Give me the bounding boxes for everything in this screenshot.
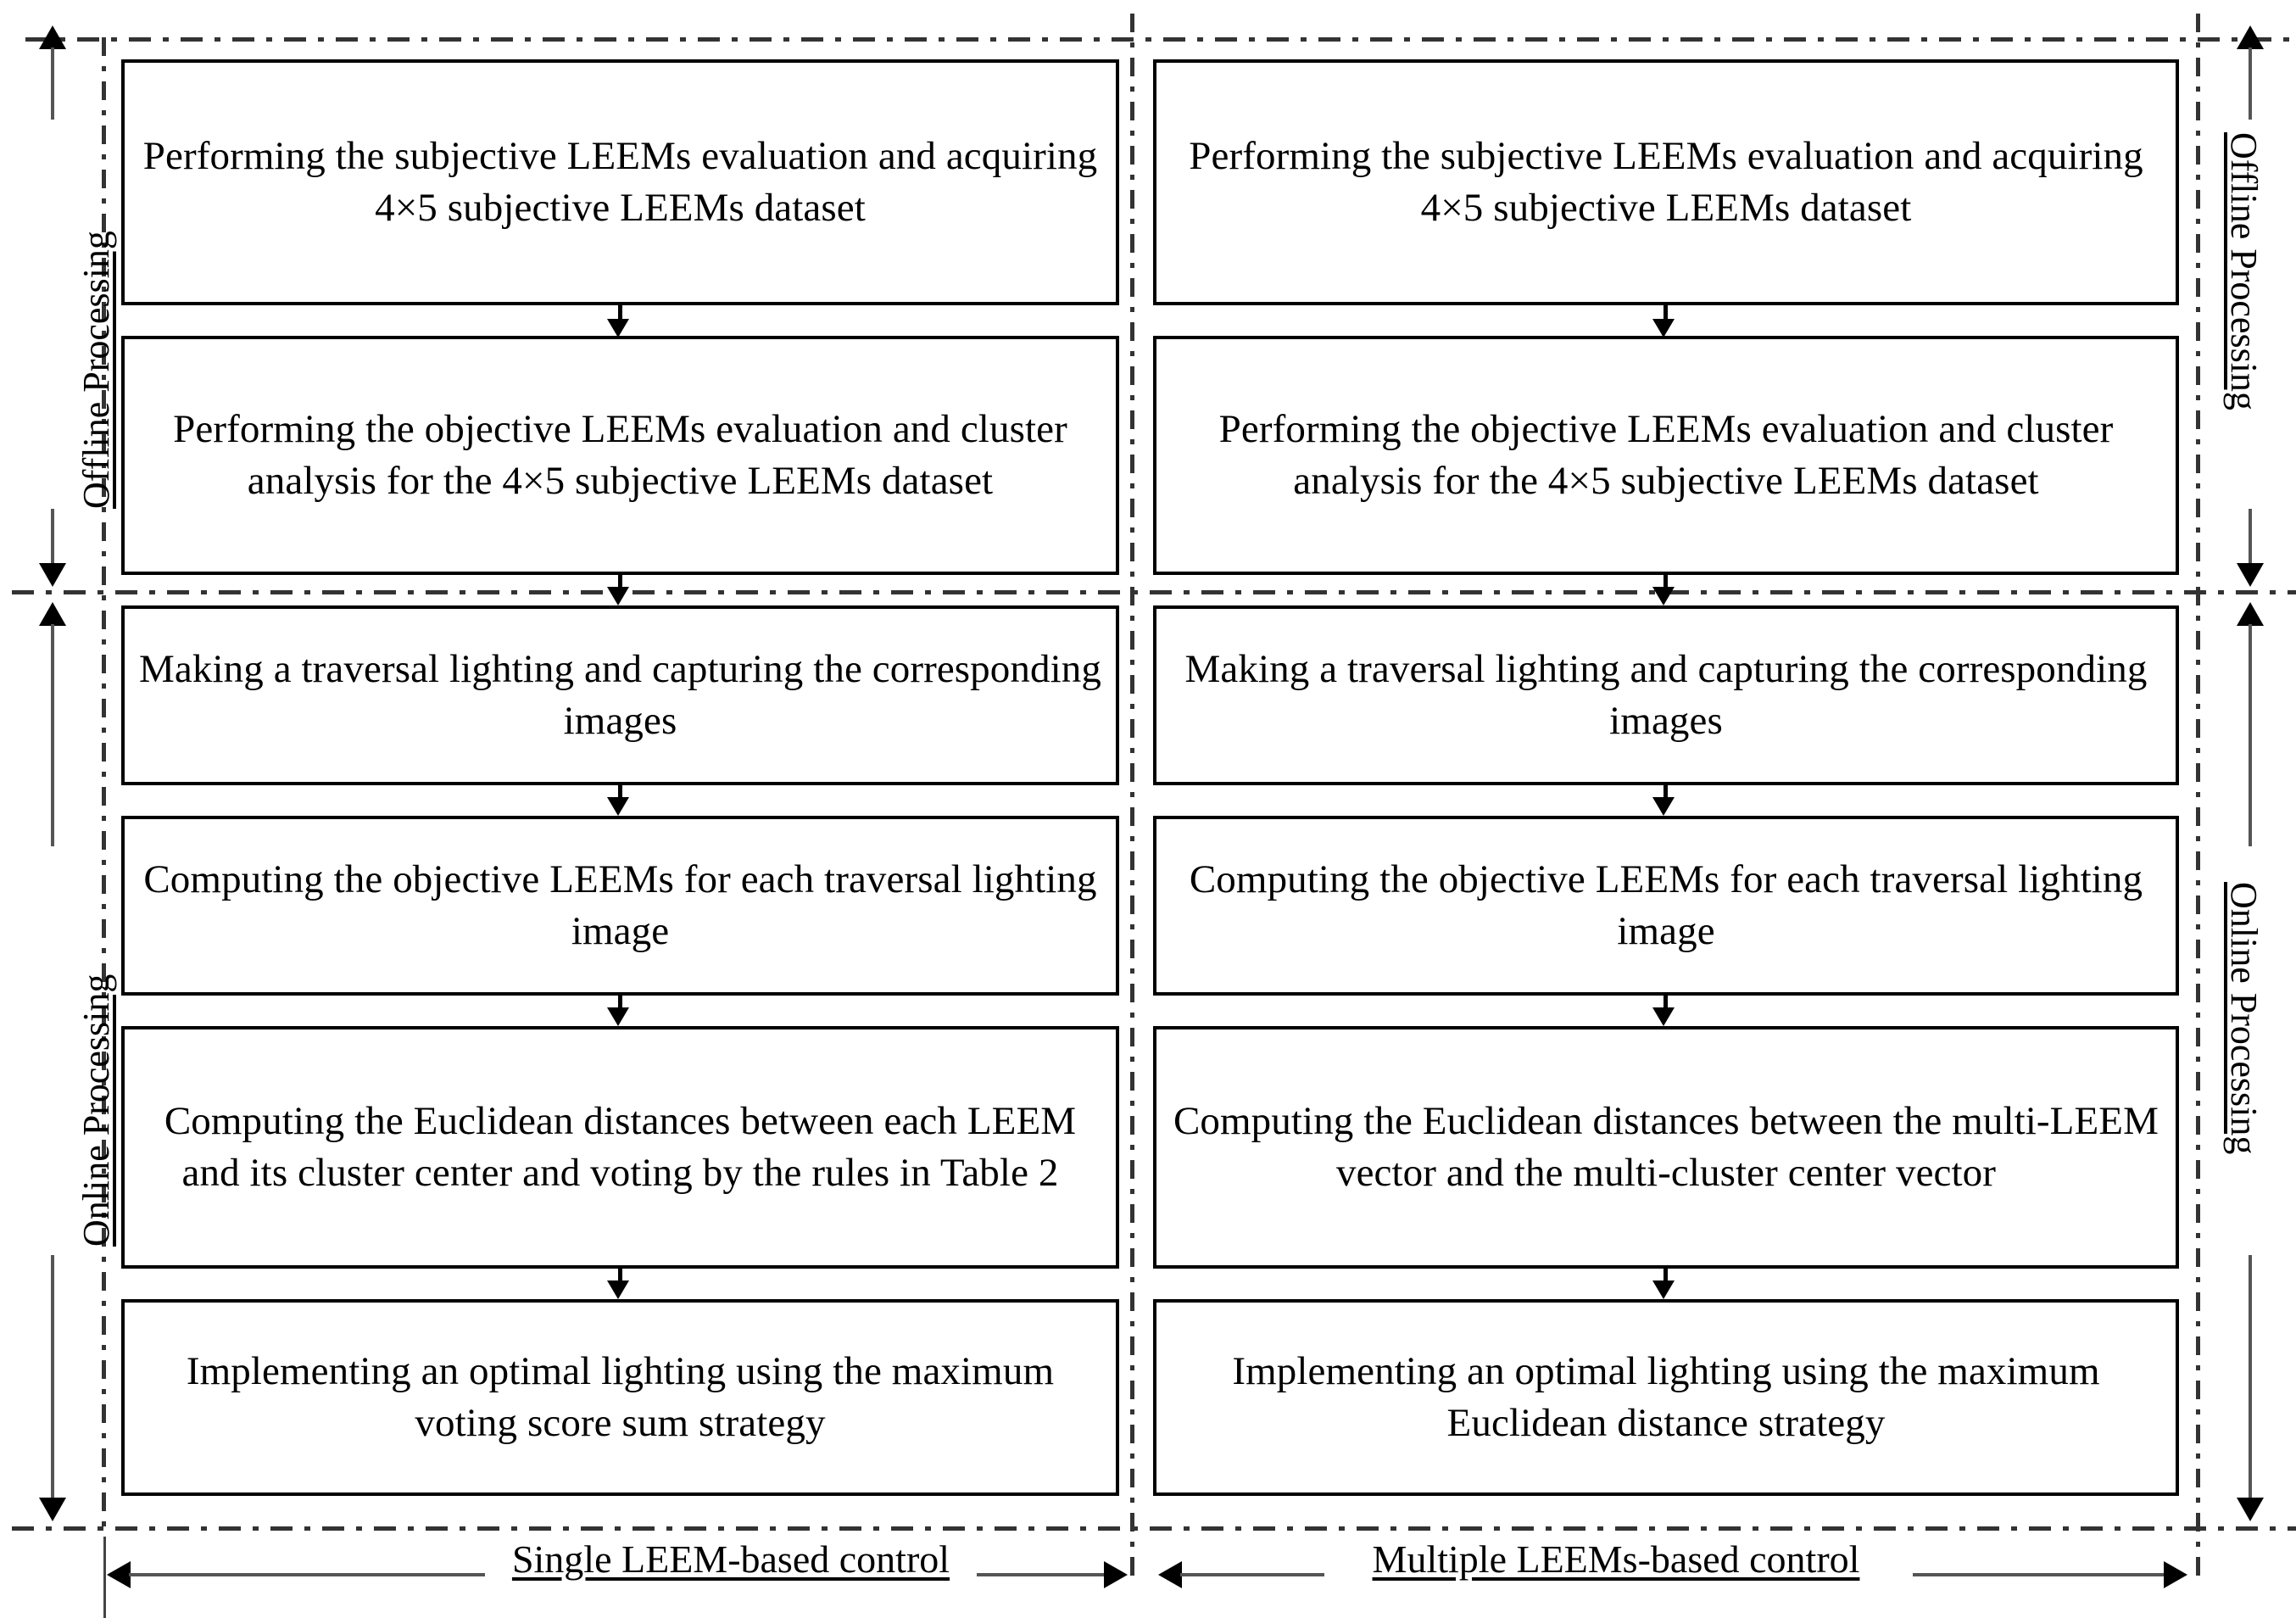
measure-arrow-right-icon [2164,1561,2187,1588]
left-offline-processing-label: Offline Processing [75,231,117,509]
step-box[interactable]: Computing the Euclidean distances betwee… [121,1026,1119,1269]
flow-connector [618,305,622,322]
rail-arrow-up-icon [39,25,66,49]
step-box[interactable]: Performing the subjective LEEMs evaluati… [1153,59,2179,305]
frame-right-dashdot [2196,14,2200,1579]
flow-arrowhead-icon [1652,797,1675,816]
rail-line [51,624,54,846]
frame-top-dashdot [25,37,2296,42]
measure-line [1180,1573,1324,1576]
step-text: Performing the subjective LEEMs evaluati… [1189,133,2143,230]
measure-line [129,1573,485,1576]
left-online-processing-label: Online Processing [75,974,117,1247]
frame-left-dashdot [102,37,106,1530]
step-text: Implementing an optimal lighting using t… [1232,1348,2100,1445]
step-box[interactable]: Performing the objective LEEMs evaluatio… [1153,336,2179,575]
rail-arrow-up-icon [2237,25,2264,49]
rail-arrow-down-icon [39,1498,66,1521]
rail-line [2249,624,2252,846]
multiple-leems-control-label: Multiple LEEMs-based control [1372,1537,1860,1581]
flow-connector [1663,785,1668,799]
flow-connector [1663,996,1668,1009]
step-text: Making a traversal lighting and capturin… [139,646,1101,743]
step-box[interactable]: Making a traversal lighting and capturin… [121,605,1119,785]
step-box[interactable]: Computing the objective LEEMs for each t… [121,816,1119,996]
measure-tick [103,1537,106,1618]
flow-connector [618,575,622,589]
measure-line [977,1573,1106,1576]
step-box[interactable]: Performing the objective LEEMs evaluatio… [121,336,1119,575]
flow-connector [618,1269,622,1282]
flow-arrowhead-icon [1652,319,1675,338]
flow-arrowhead-icon [607,1280,629,1299]
rail-line [2249,1255,2252,1501]
step-text: Performing the objective LEEMs evaluatio… [173,406,1067,503]
single-leem-control-label: Single LEEM-based control [511,1537,950,1581]
step-text: Computing the objective LEEMs for each t… [1189,856,2143,953]
measure-arrow-left-icon [107,1561,131,1588]
flow-arrowhead-icon [1652,1280,1675,1299]
right-offline-processing-label: Offline Processing [2223,132,2265,410]
measure-arrow-right-icon [1104,1561,1128,1588]
rail-line [2249,509,2252,566]
flow-connector [618,785,622,799]
rail-arrow-down-icon [39,563,66,587]
rail-line [51,47,54,120]
flow-arrowhead-icon [607,587,629,605]
rail-line [2249,47,2252,120]
flow-arrowhead-icon [607,1007,629,1026]
measure-arrow-left-icon [1158,1561,1182,1588]
right-online-processing-label: Online Processing [2223,882,2265,1155]
step-text: Implementing an optimal lighting using t… [186,1348,1055,1445]
flow-arrowhead-icon [607,319,629,338]
rail-arrow-up-icon [2237,602,2264,626]
rail-arrow-up-icon [39,602,66,626]
flow-arrowhead-icon [607,797,629,816]
frame-middle-dashdot [1130,14,1134,1579]
flow-arrowhead-icon [1652,1007,1675,1026]
flow-arrowhead-icon [1652,587,1675,605]
step-box[interactable]: Performing the subjective LEEMs evaluati… [121,59,1119,305]
step-box[interactable]: Implementing an optimal lighting using t… [1153,1299,2179,1496]
flow-connector [1663,305,1668,322]
flow-connector [1663,575,1668,589]
step-text: Performing the objective LEEMs evaluatio… [1218,406,2114,503]
frame-bottom-dashdot [12,1526,2296,1531]
step-text: Computing the Euclidean distances betwee… [164,1098,1077,1195]
flow-connector [1663,1269,1668,1282]
rail-line [51,509,54,566]
step-text: Computing the Euclidean distances betwee… [1173,1098,2159,1195]
flow-connector [618,996,622,1009]
rail-arrow-down-icon [2237,563,2264,587]
step-box[interactable]: Computing the Euclidean distances betwee… [1153,1026,2179,1269]
frame-phase-divider-dashdot [12,590,2296,594]
rail-arrow-down-icon [2237,1498,2264,1521]
step-box[interactable]: Computing the objective LEEMs for each t… [1153,816,2179,996]
step-box[interactable]: Making a traversal lighting and capturin… [1153,605,2179,785]
step-box[interactable]: Implementing an optimal lighting using t… [121,1299,1119,1496]
rail-line [51,1255,54,1501]
step-text: Performing the subjective LEEMs evaluati… [142,133,1098,230]
step-text: Computing the objective LEEMs for each t… [143,856,1097,953]
step-text: Making a traversal lighting and capturin… [1184,646,2148,743]
measure-line [1913,1573,2167,1576]
